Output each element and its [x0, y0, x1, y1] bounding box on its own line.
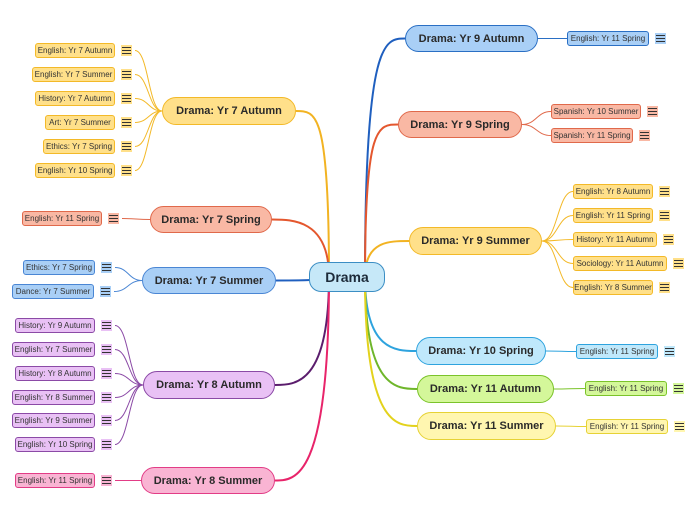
subconnector: [555, 425, 587, 427]
subtopic-spanish-yr-11-spring[interactable]: Spanish: Yr 11 Spring: [551, 128, 633, 143]
subconnector: [121, 218, 151, 220]
connector-drama-yr-8-summer: [274, 276, 330, 482]
subtopic-english-yr-11-spring[interactable]: English: Yr 11 Spring: [573, 208, 653, 223]
subtopic-english-yr-11-spring[interactable]: English: Yr 11 Spring: [585, 381, 667, 396]
notes-icon[interactable]: [659, 210, 670, 221]
notes-icon[interactable]: [101, 392, 112, 403]
notes-icon[interactable]: [121, 93, 132, 104]
branch-drama-yr-10-spring[interactable]: Drama: Yr 10 Spring: [416, 337, 546, 365]
notes-icon[interactable]: [647, 106, 658, 117]
subconnector: [134, 74, 163, 112]
connector-drama-yr-9-spring: [364, 123, 399, 278]
branch-drama-yr-8-autumn[interactable]: Drama: Yr 8 Autumn: [143, 371, 275, 399]
subconnector: [521, 111, 552, 125]
notes-icon[interactable]: [121, 117, 132, 128]
branch-drama-yr-7-summer[interactable]: Drama: Yr 7 Summer: [142, 267, 276, 294]
notes-icon[interactable]: [121, 45, 132, 56]
notes-icon[interactable]: [121, 165, 132, 176]
subtopic-ethics-yr-7-spring[interactable]: Ethics: Yr 7 Spring: [23, 260, 95, 275]
notes-icon[interactable]: [674, 421, 685, 432]
notes-icon[interactable]: [639, 130, 650, 141]
notes-icon[interactable]: [663, 234, 674, 245]
branch-drama-yr-11-summer[interactable]: Drama: Yr 11 Summer: [417, 412, 556, 440]
subconnector: [134, 50, 163, 112]
subconnector: [521, 124, 552, 136]
notes-icon[interactable]: [101, 439, 112, 450]
subconnector: [114, 267, 143, 281]
notes-icon[interactable]: [108, 213, 119, 224]
subconnector: [114, 373, 144, 386]
connector-drama-yr-7-autumn: [295, 110, 330, 278]
branch-drama-yr-11-autumn[interactable]: Drama: Yr 11 Autumn: [417, 375, 554, 403]
subtopic-sociology-yr-11-autumn[interactable]: Sociology: Yr 11 Autumn: [573, 256, 667, 271]
subtopic-dance-yr-7-summer[interactable]: Dance: Yr 7 Summer: [12, 284, 94, 299]
subtopic-english-yr-11-spring[interactable]: English: Yr 11 Spring: [15, 473, 95, 488]
subconnector: [114, 325, 144, 386]
subtopic-art-yr-7-summer[interactable]: Art: Yr 7 Summer: [45, 115, 115, 130]
branch-drama-yr-7-spring[interactable]: Drama: Yr 7 Spring: [150, 206, 272, 233]
subconnector: [134, 110, 163, 171]
subconnector: [541, 215, 574, 242]
notes-icon[interactable]: [121, 69, 132, 80]
notes-icon[interactable]: [101, 415, 112, 426]
notes-icon[interactable]: [101, 368, 112, 379]
subtopic-english-yr-7-summer[interactable]: English: Yr 7 Summer: [32, 67, 115, 82]
notes-icon[interactable]: [100, 286, 111, 297]
subtopic-english-yr-7-summer[interactable]: English: Yr 7 Summer: [12, 342, 95, 357]
subtopic-english-yr-11-spring[interactable]: English: Yr 11 Spring: [576, 344, 658, 359]
subtopic-english-yr-8-summer[interactable]: English: Yr 8 Summer: [12, 390, 95, 405]
subtopic-ethics-yr-7-spring[interactable]: Ethics: Yr 7 Spring: [43, 139, 115, 154]
subtopic-english-yr-11-spring[interactable]: English: Yr 11 Spring: [22, 211, 102, 226]
subtopic-english-yr-8-autumn[interactable]: English: Yr 8 Autumn: [573, 184, 653, 199]
subtopic-history-yr-9-autumn[interactable]: History: Yr 9 Autumn: [15, 318, 95, 333]
notes-icon[interactable]: [659, 186, 670, 197]
notes-icon[interactable]: [673, 258, 684, 269]
subconnector: [134, 98, 163, 112]
subconnector: [113, 280, 143, 292]
notes-icon[interactable]: [101, 320, 112, 331]
subconnector: [541, 240, 574, 288]
subtopic-english-yr-11-spring[interactable]: English: Yr 11 Spring: [567, 31, 649, 46]
subtopic-english-yr-10-spring[interactable]: English: Yr 10 Spring: [35, 163, 115, 178]
subconnector: [114, 349, 144, 386]
central-topic-drama[interactable]: Drama: [309, 262, 385, 292]
subconnector: [114, 384, 144, 445]
notes-icon[interactable]: [659, 282, 670, 293]
branch-drama-yr-9-autumn[interactable]: Drama: Yr 9 Autumn: [405, 25, 538, 52]
notes-icon[interactable]: [101, 262, 112, 273]
subtopic-history-yr-8-autumn[interactable]: History: Yr 8 Autumn: [15, 366, 95, 381]
subtopic-history-yr-7-autumn[interactable]: History: Yr 7 Autumn: [35, 91, 115, 106]
subtopic-spanish-yr-10-summer[interactable]: Spanish: Yr 10 Summer: [551, 104, 641, 119]
subtopic-english-yr-10-spring[interactable]: English: Yr 10 Spring: [15, 437, 95, 452]
notes-icon[interactable]: [101, 475, 112, 486]
notes-icon[interactable]: [673, 383, 684, 394]
branch-drama-yr-9-summer[interactable]: Drama: Yr 9 Summer: [409, 227, 542, 255]
subtopic-english-yr-11-spring[interactable]: English: Yr 11 Spring: [586, 419, 668, 434]
subconnector: [553, 388, 586, 390]
notes-icon[interactable]: [121, 141, 132, 152]
subconnector: [541, 240, 574, 264]
connector-drama-yr-11-summer: [364, 276, 418, 427]
subconnector: [541, 191, 574, 242]
notes-icon[interactable]: [101, 344, 112, 355]
branch-drama-yr-7-autumn[interactable]: Drama: Yr 7 Autumn: [162, 97, 296, 125]
connector-drama-yr-8-autumn: [274, 276, 330, 386]
subtopic-english-yr-7-autumn[interactable]: English: Yr 7 Autumn: [35, 43, 115, 58]
branch-drama-yr-8-summer[interactable]: Drama: Yr 8 Summer: [141, 467, 275, 494]
subconnector: [545, 350, 577, 352]
subtopic-history-yr-11-autumn[interactable]: History: Yr 11 Autumn: [573, 232, 657, 247]
notes-icon[interactable]: [655, 33, 666, 44]
connector-drama-yr-7-spring: [271, 218, 330, 278]
branch-drama-yr-9-spring[interactable]: Drama: Yr 9 Spring: [398, 111, 522, 138]
subtopic-english-yr-8-summer[interactable]: English: Yr 8 Summer: [573, 280, 653, 295]
subtopic-english-yr-9-summer[interactable]: English: Yr 9 Summer: [12, 413, 95, 428]
notes-icon[interactable]: [664, 346, 675, 357]
